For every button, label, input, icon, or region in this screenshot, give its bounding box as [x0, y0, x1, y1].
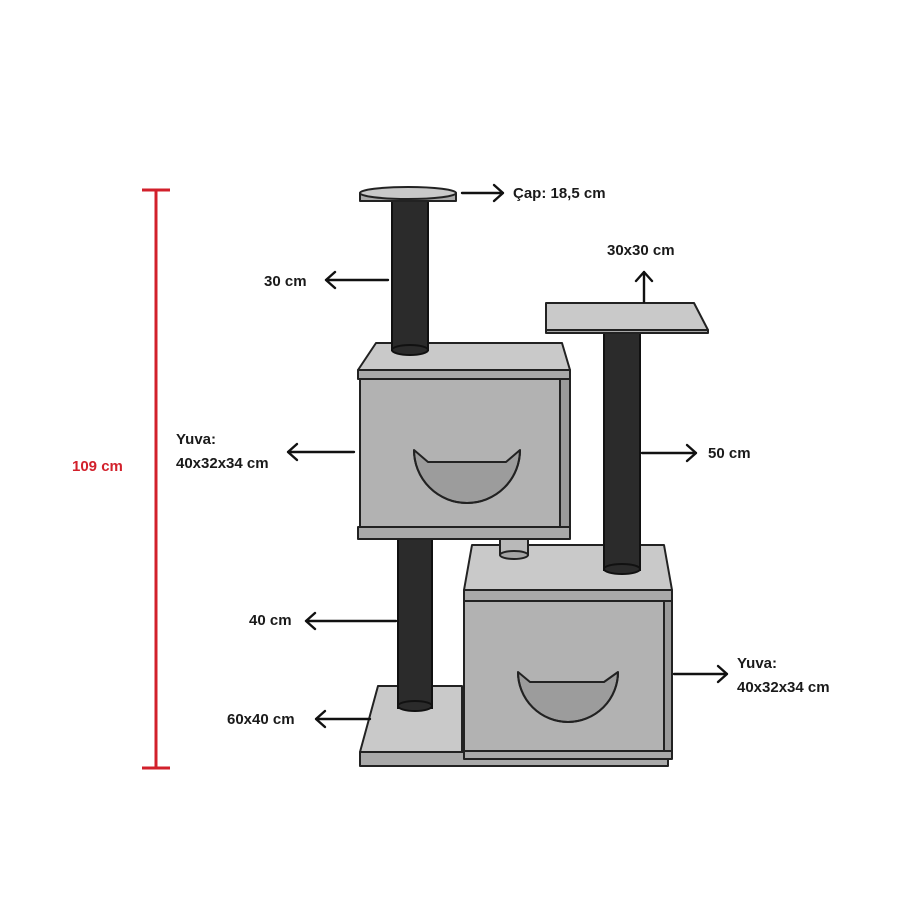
upper-house-label-line2: 40x32x34 cm	[176, 455, 269, 472]
right-post-callout: 50 cm	[640, 443, 751, 463]
top-platform-callout: Çap: 18,5 cm	[460, 183, 606, 203]
upper-house-label-line1: Yuva:	[176, 431, 216, 448]
top-post-length-label: 30 cm	[264, 273, 307, 290]
lower-post-bottom	[397, 700, 433, 712]
lower-house-label-line2: 40x32x34 cm	[737, 679, 830, 696]
top-post-bottom	[391, 344, 429, 356]
top-post	[391, 197, 429, 351]
top-round-platform	[359, 186, 457, 202]
lower-post	[397, 537, 433, 709]
side-platform	[545, 302, 709, 334]
top-platform-diameter-label: Çap: 18,5 cm	[513, 185, 606, 202]
upper-house-callout: Yuva: 40x32x34 cm	[176, 431, 356, 472]
lower-house	[463, 544, 673, 760]
lower-post-length-label: 40 cm	[249, 612, 292, 629]
upper-house	[357, 342, 571, 540]
total-height-label: 109 cm	[72, 458, 123, 475]
base-size-label: 60x40 cm	[227, 711, 295, 728]
side-platform-size-label: 30x30 cm	[607, 242, 675, 259]
lower-house-callout: Yuva: 40x32x34 cm	[672, 655, 830, 696]
right-post-length-label: 50 cm	[708, 445, 751, 462]
base-callout: 60x40 cm	[227, 709, 372, 729]
house-connector	[499, 537, 529, 560]
height-marker: 109 cm	[72, 188, 170, 770]
lower-post-callout: 40 cm	[249, 611, 398, 631]
right-post	[603, 329, 641, 571]
top-post-callout: 30 cm	[264, 270, 390, 290]
side-platform-callout: 30x30 cm	[607, 242, 675, 304]
lower-house-label-line1: Yuva:	[737, 655, 777, 672]
right-post-bottom	[603, 563, 641, 575]
